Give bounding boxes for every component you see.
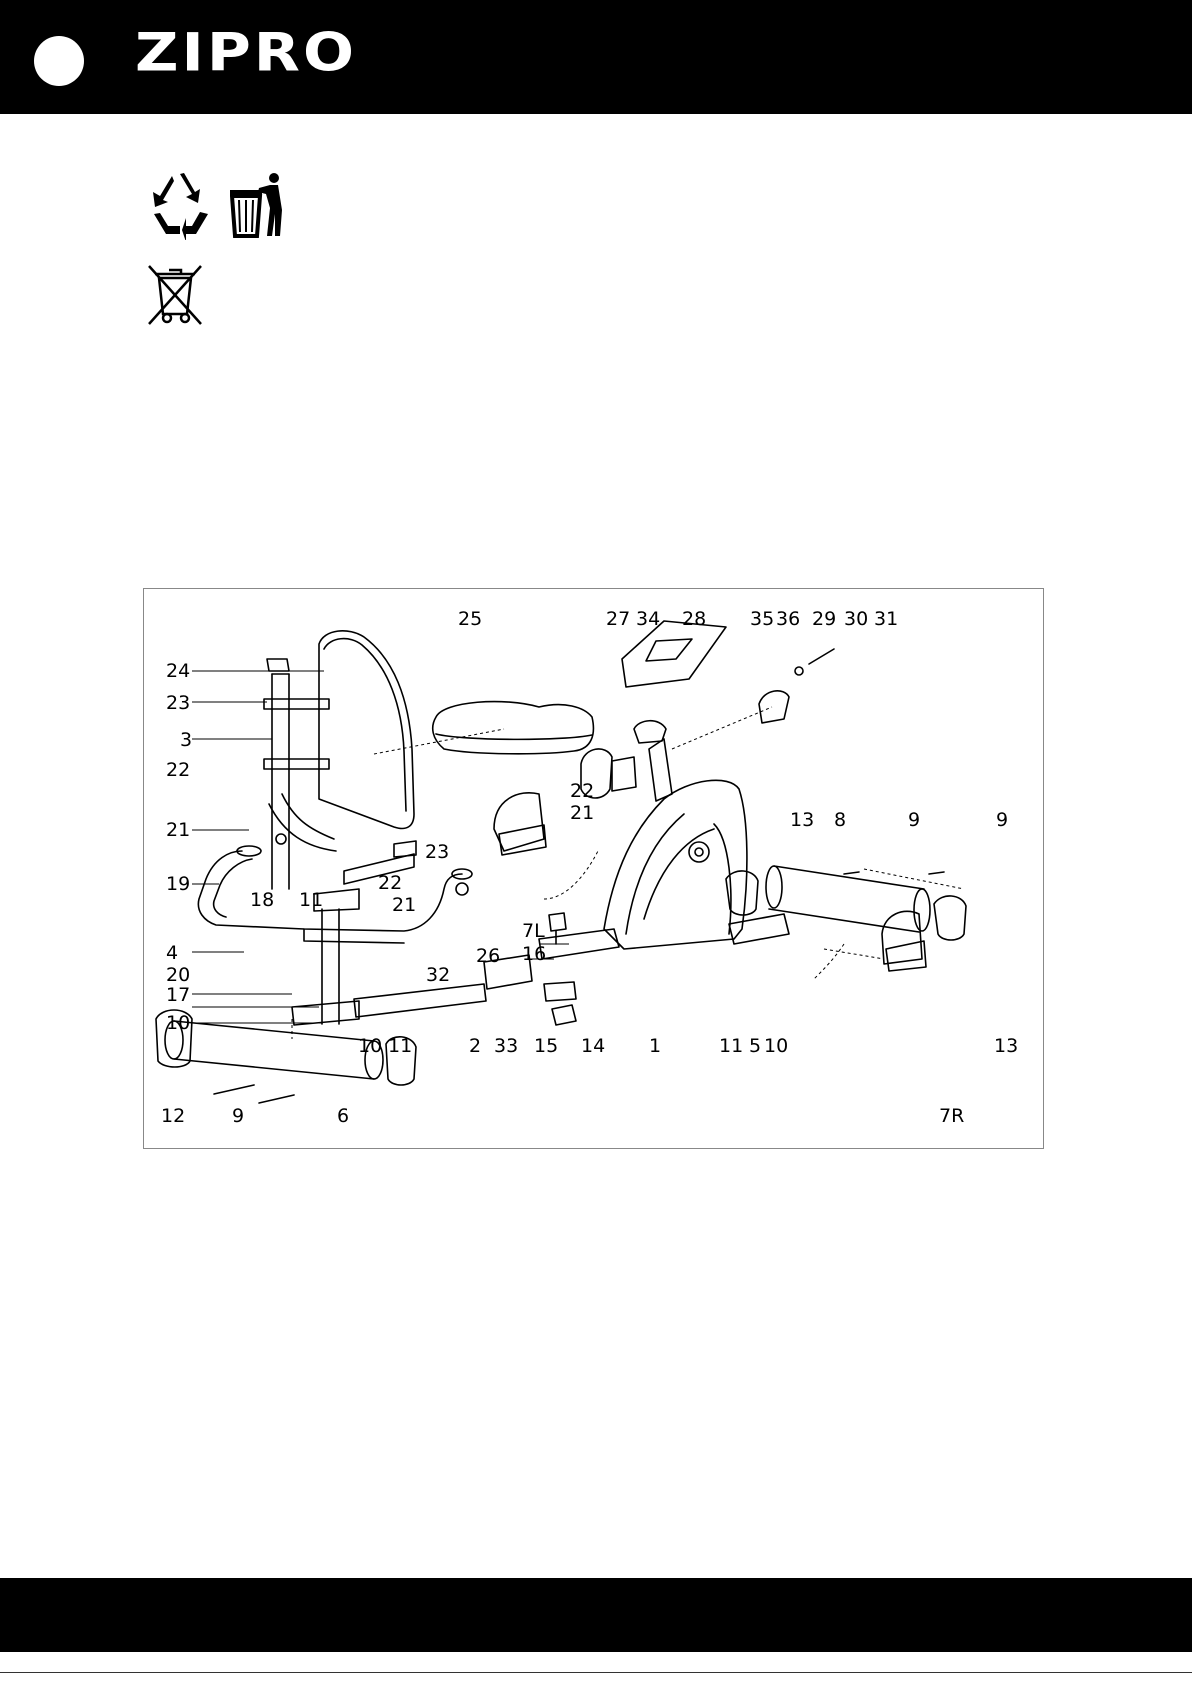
part-label: 27 xyxy=(606,608,630,630)
part-label: 19 xyxy=(166,873,190,895)
part-label: 14 xyxy=(581,1035,605,1057)
part-label: 17 xyxy=(166,984,190,1006)
disposal-icon-row xyxy=(146,170,286,245)
part-label: 33 xyxy=(494,1035,518,1057)
pedal-left-part xyxy=(494,793,544,851)
part-label: 23 xyxy=(166,692,190,714)
part-label: 12 xyxy=(161,1105,185,1127)
part-label: 36 xyxy=(776,608,800,630)
exploded-view-drawing: 25 27 34 28 35 36 29 30 31 24 23 3 22 21… xyxy=(144,589,1043,1148)
part-label: 20 xyxy=(166,964,190,986)
part-label: 22 xyxy=(378,872,402,894)
part-label: 13 xyxy=(994,1035,1018,1057)
recycle-icon xyxy=(146,170,214,240)
brand-dot-icon xyxy=(34,36,84,86)
part-label: 10 xyxy=(358,1035,382,1057)
part-label: 18 xyxy=(250,889,274,911)
part-label: 9 xyxy=(996,809,1008,831)
part-label: 5 xyxy=(749,1035,761,1057)
part-label: 15 xyxy=(534,1035,558,1057)
part-label: 21 xyxy=(392,894,416,916)
handlebar-part xyxy=(198,851,462,931)
part-label: 4 xyxy=(166,942,178,964)
part-label: 28 xyxy=(682,608,706,630)
backrest-frame-part xyxy=(272,674,289,889)
main-frame-part xyxy=(604,780,747,949)
crossed-out-wheelie-bin-icon xyxy=(145,264,205,326)
brand-logo: ZIPRO xyxy=(135,22,357,84)
part-label: 8 xyxy=(834,809,846,831)
part-label: 10 xyxy=(764,1035,788,1057)
part-label: 7L xyxy=(522,920,545,942)
part-label: 1 xyxy=(649,1035,661,1057)
part-label: 22 xyxy=(166,759,190,781)
part-label: 30 xyxy=(844,608,868,630)
part-label: 23 xyxy=(425,841,449,863)
part-label: 6 xyxy=(337,1105,349,1127)
part-label: 21 xyxy=(166,819,190,841)
part-label: 25 xyxy=(458,608,482,630)
backrest-part xyxy=(319,631,414,829)
part-label: 35 xyxy=(750,608,774,630)
part-label: 31 xyxy=(874,608,898,630)
part-label: 22 xyxy=(570,780,594,802)
part-label: 34 xyxy=(636,608,660,630)
console-part xyxy=(622,621,726,687)
page-header: ZIPRO xyxy=(0,0,1192,114)
front-stabilizer-part xyxy=(174,1021,374,1079)
part-label: 9 xyxy=(232,1105,244,1127)
tidyman-bin-icon xyxy=(230,170,286,240)
part-label: 2 xyxy=(469,1035,481,1057)
part-label: 11 xyxy=(299,889,323,911)
part-label: 16 xyxy=(522,943,546,965)
part-label: 7R xyxy=(939,1105,964,1127)
part-label: 26 xyxy=(476,945,500,967)
seat-part xyxy=(433,702,594,754)
page-footer-bar xyxy=(0,1578,1192,1652)
part-label: 11 xyxy=(388,1035,412,1057)
part-label: 13 xyxy=(790,809,814,831)
exploded-view-diagram: 25 27 34 28 35 36 29 30 31 24 23 3 22 21… xyxy=(143,588,1044,1149)
footer-rule xyxy=(0,1672,1192,1673)
part-label: 32 xyxy=(426,964,450,986)
slider-tube-part xyxy=(354,984,486,1017)
part-label: 29 xyxy=(812,608,836,630)
part-label: 11 xyxy=(719,1035,743,1057)
part-label: 9 xyxy=(908,809,920,831)
part-label: 10 xyxy=(166,1012,190,1034)
part-label: 21 xyxy=(570,802,594,824)
pedal-right-part xyxy=(882,911,922,964)
part-label: 3 xyxy=(180,729,192,751)
part-label: 24 xyxy=(166,660,190,682)
